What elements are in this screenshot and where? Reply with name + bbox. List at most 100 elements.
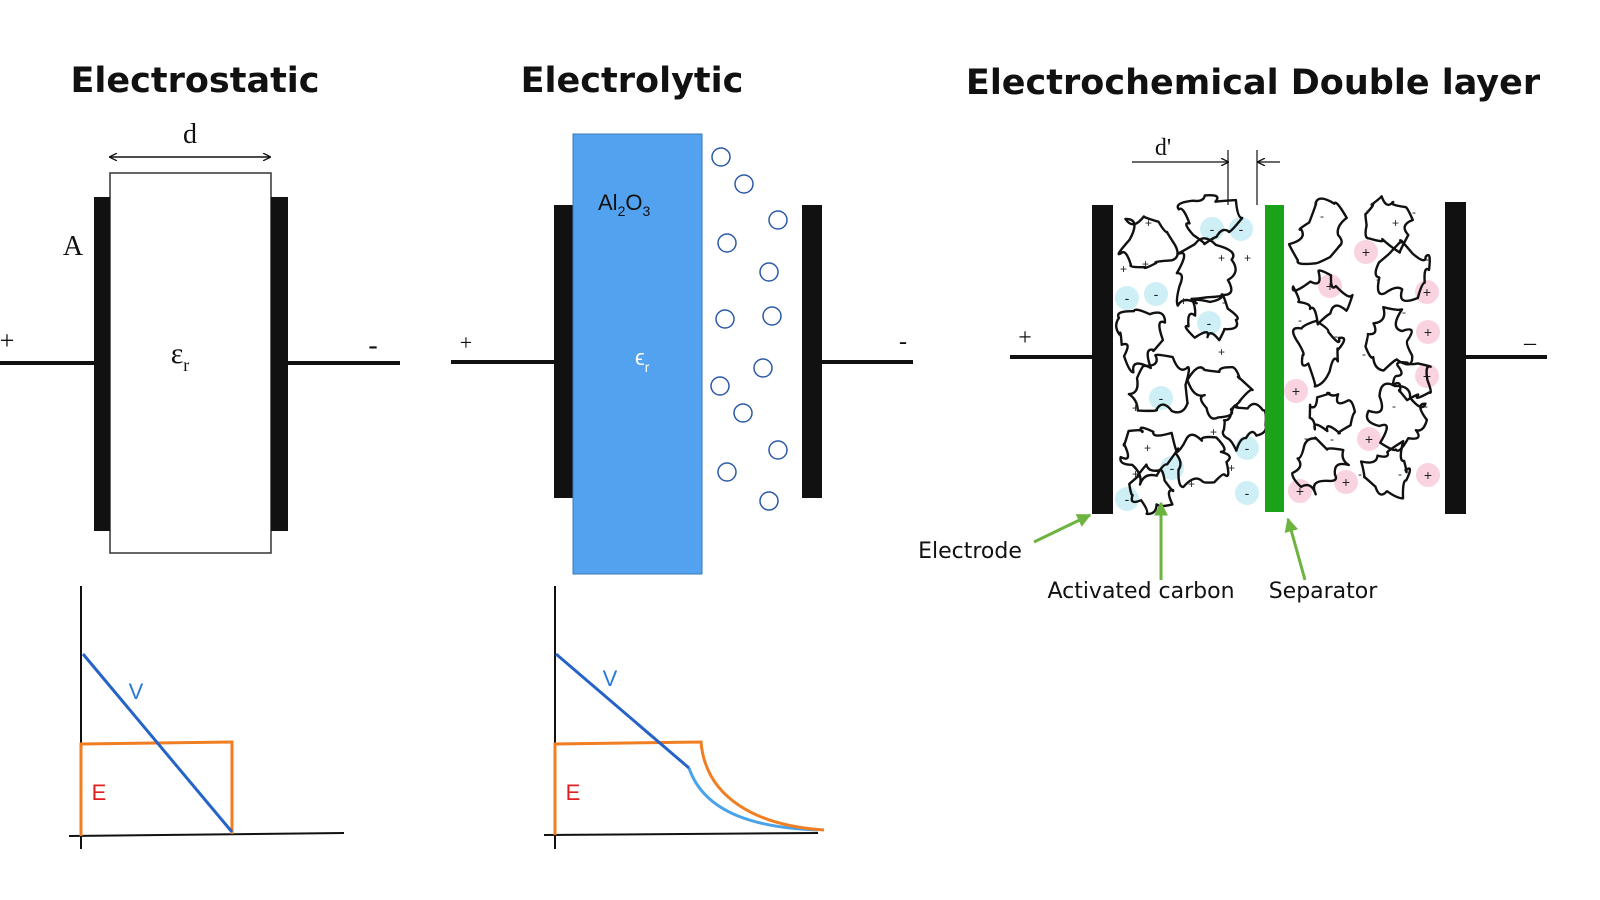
electrode-right [1445, 202, 1466, 514]
electrode-arrow [1033, 513, 1092, 544]
plus-terminal-label: + [460, 330, 472, 355]
title-electrostatic: Electrostatic [70, 61, 319, 101]
carbon-particle [1374, 239, 1431, 303]
charge-mark: - [1398, 467, 1402, 481]
charge-mark: + [1210, 425, 1217, 439]
charge-mark: + [1180, 294, 1187, 308]
electrolyte-ion [734, 174, 754, 194]
charge-mark: + [1142, 257, 1149, 271]
anion: - [1149, 386, 1173, 410]
electrolyte-ion [768, 440, 788, 460]
anion: - [1235, 436, 1259, 460]
cation: + [1416, 463, 1440, 487]
anion: - [1144, 282, 1168, 306]
carbon-particle [1175, 237, 1237, 307]
svg-text:-: - [1245, 440, 1250, 456]
svg-text:-: - [1125, 491, 1130, 507]
electrolyte-ion [759, 491, 779, 511]
electrolyte-ion [715, 309, 735, 329]
carbon-label: Activated carbon [1047, 579, 1234, 604]
electrostatic-capacitor: d A εr + - [0, 119, 400, 554]
electrolyte-ion [710, 376, 730, 396]
minus-terminal-label: - [368, 330, 377, 361]
oxide-label: Al2O3 [598, 190, 650, 219]
charge-mark: + [1218, 345, 1225, 359]
charge-mark: - [1298, 313, 1302, 327]
anode-plate [554, 205, 573, 498]
cation: + [1357, 427, 1381, 451]
activated-carbon-particles [1115, 193, 1432, 516]
svg-text:+: + [1424, 467, 1432, 483]
svg-text:+: + [1292, 383, 1300, 399]
field-label: E [566, 780, 581, 805]
cation: + [1288, 479, 1312, 503]
charge-mark: + [1145, 216, 1152, 230]
plus-terminal-label: + [1018, 325, 1032, 351]
charge-mark: - [1358, 467, 1362, 481]
carbon-particle [1291, 436, 1350, 496]
svg-text:-: - [1239, 221, 1244, 237]
distance-label: d' [1155, 135, 1171, 161]
charge-mark: + [1218, 251, 1225, 265]
voltage-decay-curve [687, 767, 819, 832]
plus-terminal-label: + [0, 326, 14, 355]
permittivity-symbol: ϵr [635, 345, 650, 375]
anion: - [1115, 487, 1139, 511]
charge-mark: + [1188, 477, 1195, 491]
double-layer-capacitor: + – - - - - - - - - - - + + + + + + + + … [918, 135, 1547, 604]
carbon-particle [1364, 195, 1414, 254]
voltage-label: V [129, 679, 144, 704]
svg-text:-: - [1170, 460, 1175, 476]
anion: - [1229, 217, 1253, 241]
field-label: E [92, 780, 107, 805]
charge-mark: - [1330, 432, 1334, 446]
electrolytic-capacitor: Al2O3 ϵr + - [451, 133, 913, 575]
cation: + [1284, 379, 1308, 403]
electrolyte-ion [759, 262, 779, 282]
electrode-label: Electrode [918, 539, 1022, 564]
electrolyte-ion [711, 147, 731, 167]
carbon-particle [1127, 353, 1191, 414]
electrode-left [1092, 205, 1113, 514]
graph-electrolytic: V E [543, 586, 825, 849]
svg-text:-: - [1159, 390, 1164, 406]
svg-text:+: + [1424, 324, 1432, 340]
carbon-particle [1221, 402, 1268, 452]
svg-text:-: - [1207, 315, 1212, 331]
voltage-curve [555, 652, 690, 770]
charge-mark: + [1228, 461, 1235, 475]
anion: - [1235, 481, 1259, 505]
svg-text:+: + [1342, 474, 1350, 490]
distance-label: d [183, 119, 197, 150]
cathode-plate [802, 205, 822, 498]
cation: + [1416, 320, 1440, 344]
carbon-particle [1308, 391, 1357, 435]
charge-mark: + [1120, 262, 1127, 276]
charge-mark: - [1412, 205, 1416, 219]
permittivity-symbol: εr [171, 337, 190, 375]
anions: - - - - - - - - - - [1115, 217, 1259, 511]
svg-text:-: - [1245, 485, 1250, 501]
voltage-label: V [603, 666, 618, 691]
charge-mark: - [1424, 399, 1428, 413]
charge-mark: - [1425, 252, 1429, 266]
charge-mark: + [1244, 251, 1251, 265]
carbon-particle [1115, 308, 1167, 374]
charge-mark: - [1320, 209, 1324, 223]
charge-mark: - [1392, 399, 1396, 413]
electrolyte-ion [762, 306, 782, 326]
charge-mark: + [1132, 467, 1139, 481]
svg-text:-: - [1125, 290, 1130, 306]
electrolyte-ion [733, 403, 753, 423]
charge-mark: + [1132, 401, 1139, 415]
plate-positive [94, 197, 110, 531]
graph-x-axis [543, 832, 819, 836]
carbon-particle [1365, 382, 1429, 452]
cations: + + + + + + + + + + [1284, 240, 1440, 503]
minus-terminal-label: - [899, 329, 907, 355]
dielectric-block [109, 172, 272, 554]
carbon-particle [1287, 197, 1348, 266]
carbon-particle [1174, 433, 1231, 489]
charge-mark: - [1376, 272, 1380, 286]
